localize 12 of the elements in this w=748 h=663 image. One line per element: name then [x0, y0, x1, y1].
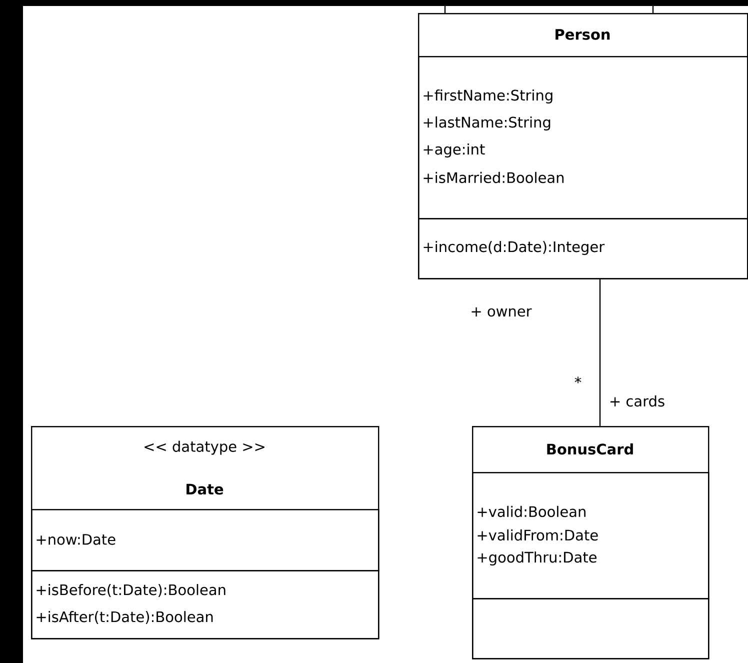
member-compartment: +firstName:String +lastName:String +age:int +isMarried:Boolean — [418, 56, 748, 220]
association-line — [599, 279, 601, 426]
role-label: * — [574, 376, 582, 384]
association-line — [652, 6, 654, 13]
role-label: + owner — [472, 307, 532, 317]
association-line — [444, 6, 446, 13]
member-compartment: +valid:Boolean +validFrom:Date +goodThru:Date — [472, 472, 710, 600]
member-compartment: +now:Date — [31, 509, 380, 572]
member-compartment: +income(d:Date):Integer — [418, 218, 748, 280]
member-compartment: +isBefore(t:Date):Boolean +isAfter(t:Date):Boolean — [31, 570, 380, 640]
role-label: + cards — [610, 395, 664, 407]
empty-compartment — [472, 598, 710, 660]
